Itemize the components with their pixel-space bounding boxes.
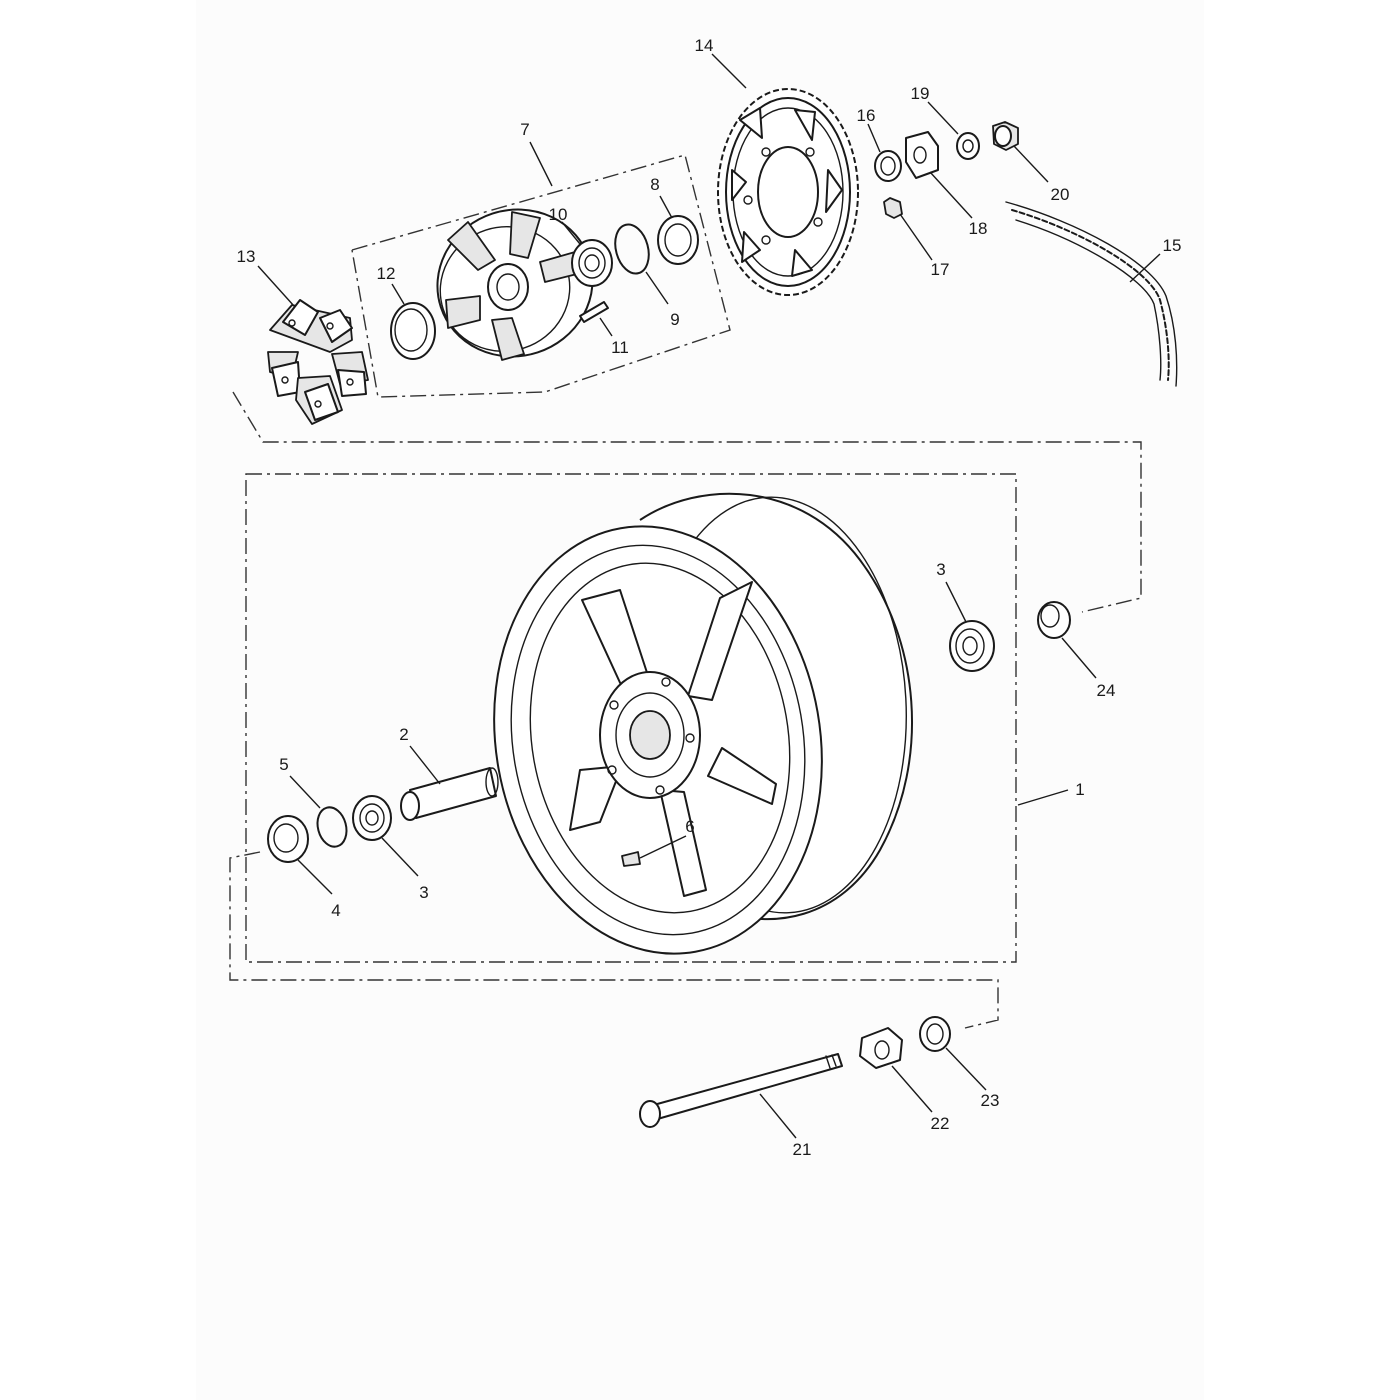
callout-13: 13 xyxy=(237,247,256,266)
tyre-valve xyxy=(621,851,641,867)
wheel-bearing-left xyxy=(352,795,392,841)
seal-lower xyxy=(267,815,309,863)
seal-upper xyxy=(657,215,699,265)
leader-lines xyxy=(257,53,1161,1139)
callout-19: 19 xyxy=(911,84,930,103)
chain-adjuster-block xyxy=(859,1027,903,1069)
drive-chain xyxy=(1005,201,1178,387)
callout-2: 2 xyxy=(399,725,408,744)
callout-16: 16 xyxy=(857,106,876,125)
callout-11: 11 xyxy=(611,338,629,357)
bearing-upper xyxy=(571,239,613,287)
callout-labels: 1 2 3 3 4 5 6 7 8 9 10 11 12 13 14 15 16… xyxy=(237,36,1182,1159)
sprocket-to-axle-connector xyxy=(232,391,1142,613)
axle-spacer xyxy=(919,1016,951,1052)
callout-1: 1 xyxy=(1075,780,1084,799)
cush-drive-rubbers xyxy=(267,299,369,425)
cush-drive-group-outline xyxy=(351,154,731,398)
rear-axle xyxy=(639,1053,843,1128)
circlip-lower xyxy=(316,806,348,848)
callout-4: 4 xyxy=(331,901,340,920)
spacer-tube-small xyxy=(579,301,609,323)
callout-8: 8 xyxy=(650,175,659,194)
rear-wheel xyxy=(493,492,913,955)
callout-5: 5 xyxy=(279,755,288,774)
callout-18: 18 xyxy=(969,219,988,238)
spacer-ring xyxy=(390,302,436,360)
sprocket-nut xyxy=(883,197,903,219)
cush-drive-hub xyxy=(436,208,594,361)
callout-3-left: 3 xyxy=(419,883,428,902)
callout-24: 24 xyxy=(1097,681,1116,700)
wheel-assembly-outline xyxy=(245,473,1017,963)
axle-group-connector xyxy=(229,851,999,1029)
callout-7: 7 xyxy=(520,120,529,139)
callout-20: 20 xyxy=(1051,185,1070,204)
distance-tube xyxy=(400,767,499,821)
washer-19 xyxy=(956,132,980,160)
rear-sprocket xyxy=(717,88,859,296)
callout-9: 9 xyxy=(670,310,679,329)
callout-10: 10 xyxy=(549,205,568,224)
callout-6: 6 xyxy=(685,817,694,836)
callout-22: 22 xyxy=(931,1114,950,1133)
callout-17: 17 xyxy=(931,260,950,279)
callout-14: 14 xyxy=(695,36,714,55)
chain-adjuster-plate xyxy=(905,131,939,179)
callout-21: 21 xyxy=(793,1140,812,1159)
callout-3-right: 3 xyxy=(936,560,945,579)
axle-nut xyxy=(992,121,1019,151)
callout-23: 23 xyxy=(981,1091,1000,1110)
spacer-16 xyxy=(874,150,902,182)
callout-15: 15 xyxy=(1163,236,1182,255)
callout-12: 12 xyxy=(377,264,396,283)
wheel-bearing-right xyxy=(949,620,995,672)
wheel-spacer-right xyxy=(1037,601,1071,639)
circlip-upper xyxy=(614,223,650,275)
